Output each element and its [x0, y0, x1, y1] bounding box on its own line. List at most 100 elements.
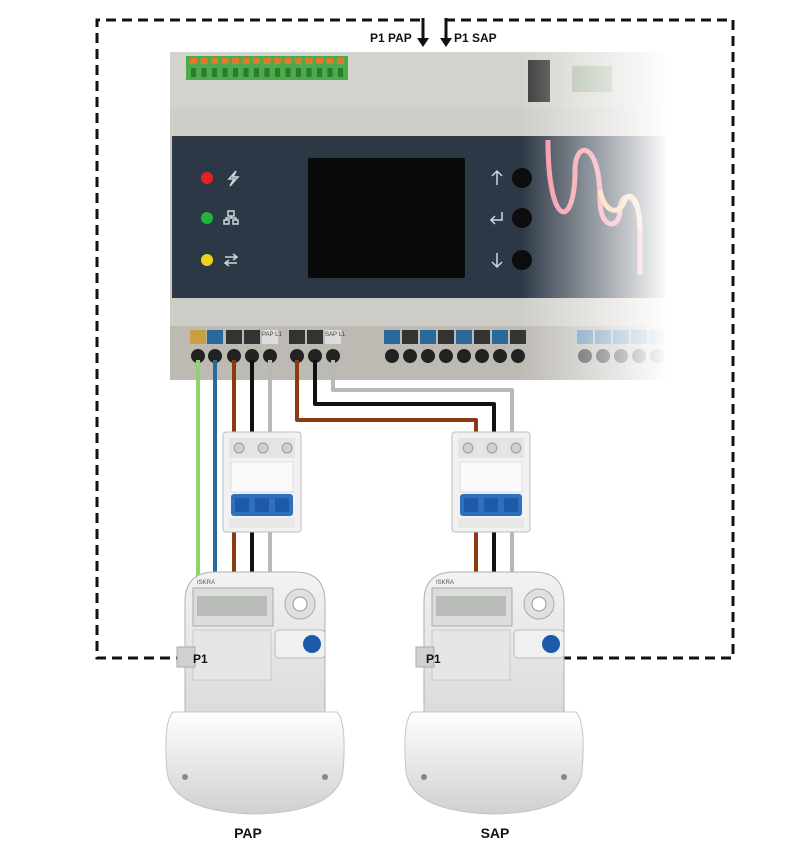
button-enter[interactable] — [512, 208, 532, 228]
p1-port — [415, 646, 435, 668]
circuit-breaker-pap — [222, 431, 302, 533]
terminal-lever — [207, 330, 223, 344]
arrow-up-icon — [491, 169, 503, 185]
led-network — [201, 212, 213, 224]
p1-sap-arrow — [440, 18, 452, 47]
navigation-buttons — [489, 168, 532, 270]
meter-button[interactable] — [303, 635, 321, 653]
button-down[interactable] — [512, 250, 532, 270]
meter-base — [404, 711, 584, 815]
meter-pap-caption: PAP — [234, 825, 262, 841]
pin-lever — [211, 58, 218, 64]
meter-brand: ISKRA — [197, 580, 215, 586]
p1-pap-arrow — [417, 18, 429, 47]
pin-lever — [305, 58, 313, 64]
meter-sap-caption: SAP — [481, 825, 510, 841]
meter-button[interactable] — [542, 635, 560, 653]
pin-slot — [264, 68, 270, 77]
p1-sap-label: P1 SAP — [454, 31, 497, 45]
pin-lever — [337, 58, 344, 64]
terminal-hole — [245, 349, 259, 363]
pin-slot — [327, 68, 333, 77]
terminal-hole — [227, 349, 241, 363]
terminal-lever — [325, 330, 341, 344]
meter-base — [165, 711, 345, 815]
pin-slot — [222, 68, 228, 77]
terminal-lever — [492, 330, 508, 344]
pin-slot — [243, 68, 249, 77]
pin-slot — [233, 68, 238, 77]
pin-slot — [317, 68, 322, 77]
circuit-breaker-sap — [451, 431, 531, 533]
terminal-lever — [456, 330, 472, 344]
network-icon — [223, 210, 239, 225]
status-indicators — [201, 170, 240, 267]
terminal-lever — [226, 330, 242, 344]
pin-lever — [316, 58, 323, 64]
pin-slot — [254, 68, 259, 77]
p1-port — [176, 646, 196, 668]
pin-slot — [306, 68, 312, 77]
terminal-hole — [475, 349, 489, 363]
energy-meter-pap: ISKRA — [165, 571, 345, 815]
terminal-hole — [208, 349, 222, 363]
pin-slot — [201, 68, 207, 77]
p1-dashed-loop — [95, 18, 735, 660]
button-up[interactable] — [512, 168, 532, 188]
pin-lever — [295, 58, 302, 64]
lightning-icon — [227, 170, 240, 187]
terminal-lever — [307, 330, 323, 344]
pin-lever — [253, 58, 260, 64]
p1-label-pap-meter: P1 — [193, 652, 208, 666]
terminal-hole — [385, 349, 399, 363]
pin-slot — [191, 68, 196, 77]
terminal-hole — [191, 349, 205, 363]
terminal-sap-label: SAP L1 — [325, 332, 346, 338]
led-power — [201, 172, 213, 184]
pin-lever — [274, 58, 281, 64]
enter-icon — [489, 212, 503, 225]
terminal-hole — [439, 349, 453, 363]
pin-lever — [263, 58, 271, 64]
p1-pap-label: P1 PAP — [370, 31, 412, 45]
terminal-lever — [402, 330, 418, 344]
terminal-lever — [244, 330, 260, 344]
pin-lever — [242, 58, 250, 64]
pin-slot — [296, 68, 301, 77]
terminal-hole — [263, 349, 277, 363]
terminal-hole — [421, 349, 435, 363]
swap-arrows-icon — [223, 253, 239, 267]
terminal-lever — [190, 330, 206, 344]
top-connector-block — [186, 56, 348, 80]
terminal-lever — [438, 330, 454, 344]
terminal-lever — [289, 330, 305, 344]
pin-slot — [275, 68, 280, 77]
terminal-lever — [262, 330, 278, 344]
pin-lever — [200, 58, 208, 64]
pin-lever — [190, 58, 197, 64]
terminal-lever — [474, 330, 490, 344]
led-data — [201, 254, 213, 266]
energy-meter-sap: ISKRA — [404, 571, 584, 815]
pin-lever — [284, 58, 292, 64]
terminal-hole — [290, 349, 304, 363]
arrow-down-icon — [491, 253, 503, 269]
terminal-hole — [457, 349, 471, 363]
terminal-hole — [308, 349, 322, 363]
terminal-hole — [403, 349, 417, 363]
p1-label-sap-meter: P1 — [426, 652, 441, 666]
terminal-hole — [326, 349, 340, 363]
pin-lever — [221, 58, 229, 64]
terminal-lever — [384, 330, 400, 344]
terminal-lever — [420, 330, 436, 344]
terminal-hole — [493, 349, 507, 363]
pin-slot — [285, 68, 291, 77]
meter-brand: ISKRA — [436, 580, 454, 586]
wire-brown-sap — [295, 360, 478, 578]
terminal-pap-label: PAP L1 — [262, 332, 282, 338]
pin-lever — [326, 58, 334, 64]
pin-slot — [338, 68, 343, 77]
display-screen — [308, 158, 465, 278]
pin-lever — [232, 58, 239, 64]
